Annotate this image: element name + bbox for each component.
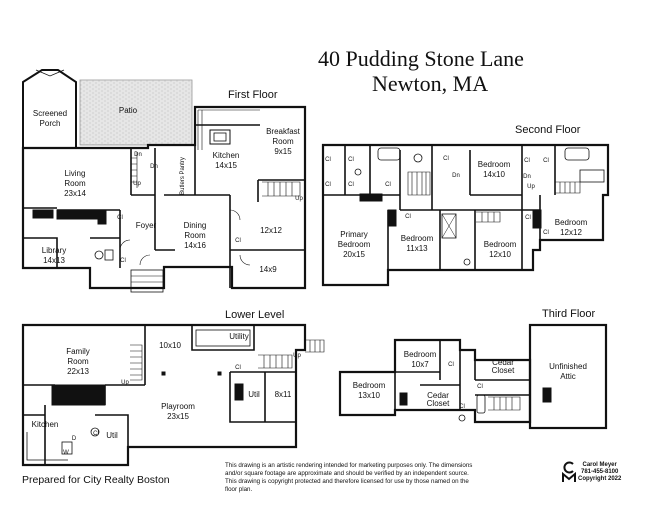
mark-closet: Cl xyxy=(120,258,126,264)
first-floor-plan xyxy=(21,69,307,293)
room-foyer: Foyer xyxy=(136,221,157,230)
floor-label-third: Third Floor xyxy=(542,308,596,320)
room-patio: Patio xyxy=(119,106,138,115)
plan-marks: Dn Dn Up Up Cl Cl Cl Cl Cl Cl Cl Cl Cl D… xyxy=(63,152,549,456)
disclaimer: This drawing is an artistic rendering in… xyxy=(225,462,555,494)
disclaimer-line: and/or square footage are approximate an… xyxy=(225,470,469,477)
mark-closet: Cl xyxy=(477,384,483,390)
mark-washer: W xyxy=(63,450,69,456)
mark-closet: Cl xyxy=(402,398,408,404)
floor-label-lower: Lower Level xyxy=(225,309,285,321)
mark-closet: Cl xyxy=(543,158,549,164)
room-10x10: 10x10 xyxy=(159,341,181,350)
prepared-for: Prepared for City Realty Boston xyxy=(22,474,170,486)
mark-dryer: D xyxy=(72,436,77,442)
mark-closet: Cl xyxy=(348,182,354,188)
room-8x11: 8x11 xyxy=(275,390,292,399)
mark-closet: Cl xyxy=(325,157,331,163)
mark-closet: Cl xyxy=(235,238,241,244)
mark-dn: Dn xyxy=(150,164,158,170)
floor-label-first: First Floor xyxy=(228,89,278,101)
mark-up: Up xyxy=(121,380,129,386)
brand-block: Carol Meyer 781-455-8100 Copyright 2022 xyxy=(578,462,621,483)
mark-dn: Dn xyxy=(134,152,142,158)
mark-closet: Cl xyxy=(405,214,411,220)
cm-logo-icon xyxy=(562,461,576,482)
mark-closet: Cl xyxy=(117,215,123,221)
room-kitchen-lower: Kitchen xyxy=(32,420,59,429)
room-14x9: 14x9 xyxy=(259,265,277,274)
lower-level-plan xyxy=(21,323,325,467)
mark-closet: Cl xyxy=(459,404,465,410)
mark-closet: Cl xyxy=(543,230,549,236)
mark-up: Up xyxy=(133,181,141,187)
disclaimer-line: floor plan. xyxy=(225,486,253,493)
brand-copyright: Copyright 2022 xyxy=(578,476,622,482)
mark-up: Up xyxy=(293,353,301,359)
floor-label-second: Second Floor xyxy=(515,124,581,136)
mark-closet: Cl xyxy=(443,156,449,162)
room-util-b: Util xyxy=(106,431,118,440)
disclaimer-line: This drawing is copyright protected and … xyxy=(225,478,469,485)
mark-closet: Cl xyxy=(385,182,391,188)
mark-closet: Cl xyxy=(525,215,531,221)
mark-closet: Cl xyxy=(93,431,99,437)
brand-name: Carol Meyer xyxy=(582,462,617,468)
mark-closet: Cl xyxy=(524,158,530,164)
mark-dn: Dn xyxy=(523,174,531,180)
address-line-2: Newton, MA xyxy=(372,71,489,96)
third-floor-plan xyxy=(338,323,608,430)
second-floor-plan xyxy=(321,143,610,287)
room-butlers-pantry: Butlers Pantry xyxy=(180,157,186,195)
mark-dn: Dn xyxy=(452,173,460,179)
disclaimer-line: This drawing is an artistic rendering in… xyxy=(225,462,473,469)
room-12x12: 12x12 xyxy=(260,226,282,235)
room-utility: Utility xyxy=(229,332,249,341)
address-line-1: 40 Pudding Stone Lane xyxy=(318,46,524,71)
mark-closet: Cl xyxy=(348,157,354,163)
mark-closet: Cl xyxy=(325,182,331,188)
room-util-a: Util xyxy=(248,390,260,399)
mark-up: Up xyxy=(295,196,303,202)
mark-up: Up xyxy=(527,184,535,190)
brand-phone: 781-455-8100 xyxy=(580,469,619,475)
mark-closet: Cl xyxy=(235,365,241,371)
mark-closet: Cl xyxy=(448,362,454,368)
